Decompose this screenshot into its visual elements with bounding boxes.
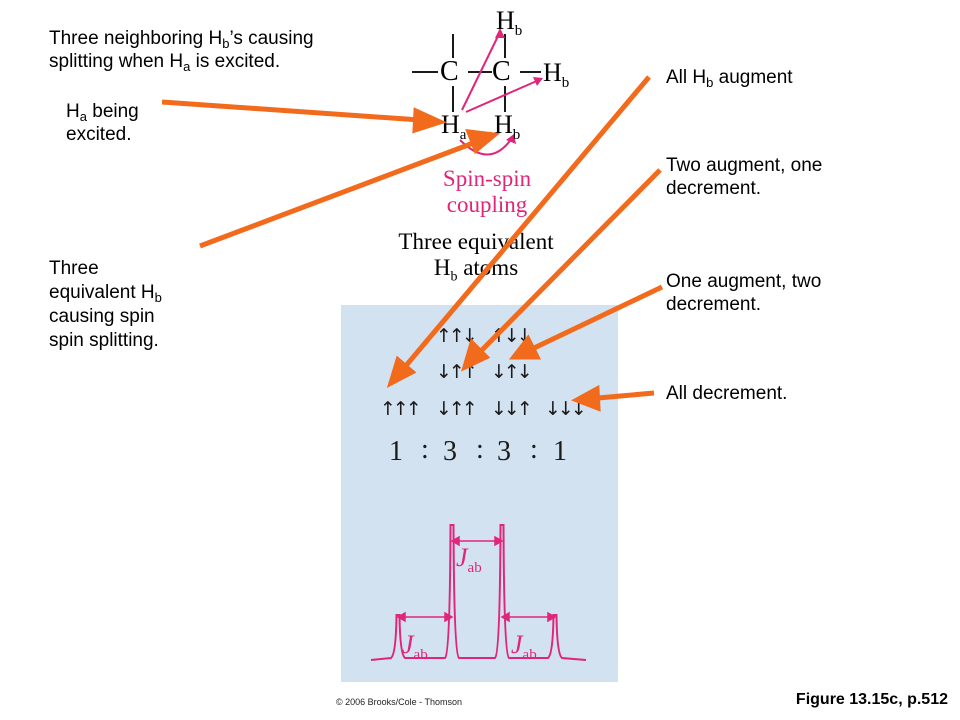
coupling-arrow-top — [461, 31, 501, 111]
annotation-three-equivalent: Three equivalent Hb causing spin spin sp… — [49, 258, 162, 351]
three-equivalent-label: Three equivalent Hb atoms — [398, 229, 554, 285]
annotation-neighboring-hb: Three neighboring Hb’s causing splitting… — [49, 28, 314, 74]
ratio-1b: 1 — [553, 436, 567, 467]
j-bracket-left-right-head — [444, 611, 454, 623]
annotation-ha-excited: Ha being excited. — [66, 101, 139, 145]
j-label-center: Jab — [456, 543, 482, 577]
ratio-1a: 1 — [389, 436, 403, 467]
arrow-one-augment — [530, 284, 664, 352]
arrow-all-augment-head — [386, 355, 417, 388]
atom-c-left: C — [440, 56, 459, 87]
figure-reference: Figure 13.15c, p.512 — [795, 691, 948, 708]
annotation-all-augment: All Hb augment — [666, 67, 793, 90]
arrow-ha-excited-head — [412, 107, 447, 134]
arrow-ha-excited — [161, 99, 421, 123]
arrow-two-augment — [477, 168, 662, 355]
j-bracket-right-left-head — [500, 611, 510, 623]
quartet-spectrum — [370, 524, 587, 661]
arrowhead-top — [495, 28, 505, 38]
spin-states-panel — [341, 305, 618, 682]
ratio-colon-3: : — [530, 434, 538, 465]
atom-hb-right: Hb — [543, 58, 570, 92]
j-bracket-center-left-head — [450, 535, 460, 547]
spin-state-row3-a: ↑↑↑ — [380, 398, 422, 420]
atom-ha: Ha — [441, 110, 467, 144]
ratio-3b: 3 — [497, 436, 511, 467]
atom-c-right: C — [492, 56, 511, 87]
j-bracket-right-right-head — [547, 611, 557, 623]
atom-hb-top: Hb — [496, 6, 523, 40]
ratio-3a: 3 — [443, 436, 457, 467]
spin-state-row2-b: ↓↑↓ — [491, 361, 533, 383]
spin-state-row3-c: ↓↓↑ — [491, 398, 533, 420]
j-bracket-left-left-head — [396, 611, 406, 623]
arrowhead-bottom — [506, 134, 516, 144]
arrowhead-right — [533, 77, 543, 86]
j-label-left: Jab — [402, 630, 428, 664]
arrow-all-augment — [402, 75, 651, 370]
coupling-arrow-right — [465, 79, 540, 113]
atom-hb-bottom: Hb — [494, 110, 521, 144]
annotation-all-decrement: All decrement. — [666, 383, 788, 404]
spin-state-row3-d: ↓↓↓ — [545, 398, 587, 420]
arrow-all-decrement — [597, 390, 655, 401]
arrow-two-augment-head — [461, 338, 491, 372]
arrow-all-decrement-head — [571, 384, 601, 412]
arrow-three-equivalent — [199, 139, 477, 249]
spin-state-row3-b: ↓↑↑ — [436, 398, 478, 420]
ratio-colon-2: : — [476, 434, 484, 465]
spectrum-trace — [370, 524, 587, 661]
copyright-text: © 2006 Brooks/Cole - Thomson — [336, 697, 463, 707]
ratio-colon-1: : — [421, 434, 429, 465]
j-bracket-center-right-head — [494, 535, 504, 547]
arrow-one-augment-head — [508, 334, 542, 360]
spin-state-row1-a: ↑↑↓ — [436, 325, 478, 347]
j-label-right: Jab — [511, 630, 537, 664]
arrow-three-equivalent-head — [465, 129, 501, 155]
